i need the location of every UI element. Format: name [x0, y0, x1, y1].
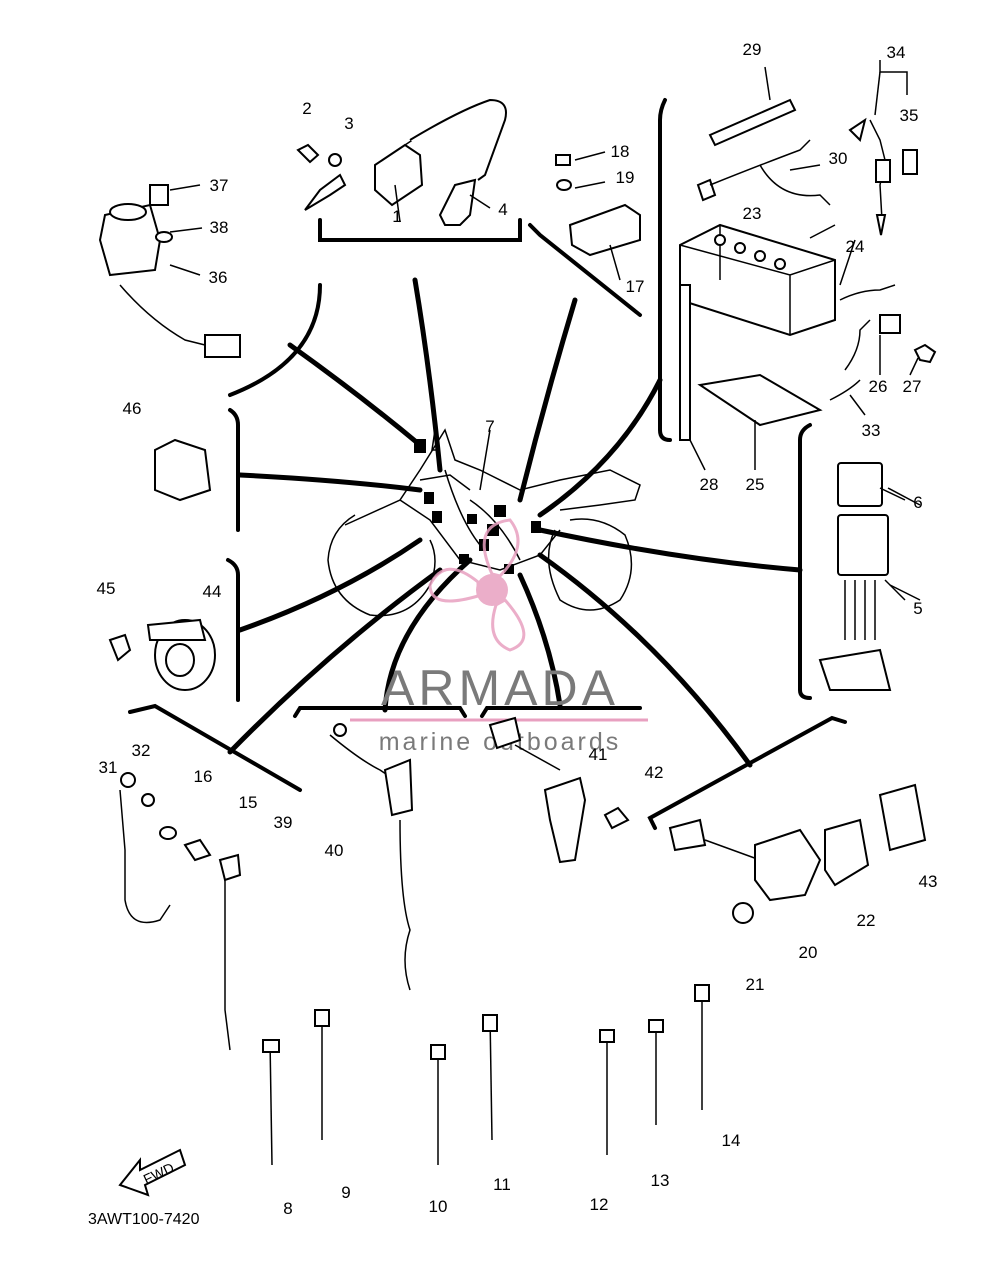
watermark-brand: ARMADA: [381, 660, 619, 716]
watermark: ARMADA marine outboards: [350, 518, 648, 756]
part-label-36: 36: [209, 268, 228, 287]
part-label-33: 33: [862, 421, 881, 440]
battery-drawing: [679, 223, 937, 441]
panel-frames: [128, 98, 847, 830]
motorcycle-outline: [327, 428, 641, 617]
sensor-drawing: [119, 772, 242, 1051]
part-label-46: 46: [123, 399, 142, 418]
starter-relay-drawing: [668, 783, 927, 924]
propeller-logo: [428, 518, 526, 652]
part-label-39: 39: [274, 813, 293, 832]
part-label-3: 3: [344, 114, 353, 133]
neutral-switch-drawing: [329, 723, 414, 991]
part-label-26: 26: [869, 377, 888, 396]
fuse-drawing: [848, 117, 918, 236]
part-label-42: 42: [645, 763, 664, 782]
part-label-1: 1: [392, 207, 401, 226]
part-leaders: [169, 60, 921, 601]
part-label-5: 5: [913, 599, 922, 618]
horn-drawing: [108, 618, 216, 691]
flasher-drawing: [154, 438, 212, 502]
part-label-13: 13: [651, 1171, 670, 1190]
rectifier-regulator-drawing: [555, 154, 641, 257]
part-label-8: 8: [283, 1199, 292, 1218]
part-label-30: 30: [829, 149, 848, 168]
callout-lines: [227, 277, 803, 768]
part-label-28: 28: [700, 475, 719, 494]
brake-switch-drawing: [488, 716, 630, 864]
part-label-18: 18: [611, 142, 630, 161]
cable-ties-drawing: [262, 984, 710, 1166]
part-label-12: 12: [590, 1195, 609, 1214]
part-label-15: 15: [239, 793, 258, 812]
part-label-4: 4: [498, 200, 507, 219]
part-label-35: 35: [900, 106, 919, 125]
part-label-40: 40: [325, 841, 344, 860]
part-label-32: 32: [132, 741, 151, 760]
fwd-arrow: FWD: [118, 1148, 187, 1197]
part-label-17: 17: [626, 277, 645, 296]
part-label-21: 21: [746, 975, 765, 994]
main-switch-drawing: [98, 184, 241, 358]
relay-drawing: [818, 462, 892, 691]
wire-harness-drawing: [696, 98, 831, 206]
part-label-45: 45: [97, 579, 116, 598]
part-label-34: 34: [887, 43, 906, 62]
part-label-24: 24: [846, 237, 865, 256]
part-label-7: 7: [485, 417, 494, 436]
part-labels: 1 2 3 4 5 6 7 8 9 10 11 12 13 14 15 16 1…: [97, 40, 938, 1218]
part-label-37: 37: [210, 176, 229, 195]
part-label-38: 38: [210, 218, 229, 237]
part-label-6: 6: [913, 493, 922, 512]
part-label-14: 14: [722, 1131, 741, 1150]
part-label-10: 10: [429, 1197, 448, 1216]
part-label-19: 19: [616, 168, 635, 187]
part-label-22: 22: [857, 911, 876, 930]
diagram-code: 3AWT100-7420: [88, 1211, 200, 1228]
part-label-11: 11: [493, 1175, 511, 1194]
part-label-2: 2: [302, 99, 311, 118]
part-label-44: 44: [203, 582, 222, 601]
part-label-25: 25: [746, 475, 765, 494]
part-label-23: 23: [743, 204, 762, 223]
part-label-43: 43: [919, 872, 938, 891]
ignition-coil-drawing: [296, 98, 507, 226]
part-label-41: 41: [589, 745, 608, 764]
part-label-31: 31: [99, 758, 118, 777]
fwd-label: FWD: [141, 1159, 177, 1187]
part-label-20: 20: [799, 943, 818, 962]
part-label-27: 27: [903, 377, 922, 396]
part-label-16: 16: [194, 767, 213, 786]
part-label-29: 29: [743, 40, 762, 59]
part-label-9: 9: [341, 1183, 350, 1202]
